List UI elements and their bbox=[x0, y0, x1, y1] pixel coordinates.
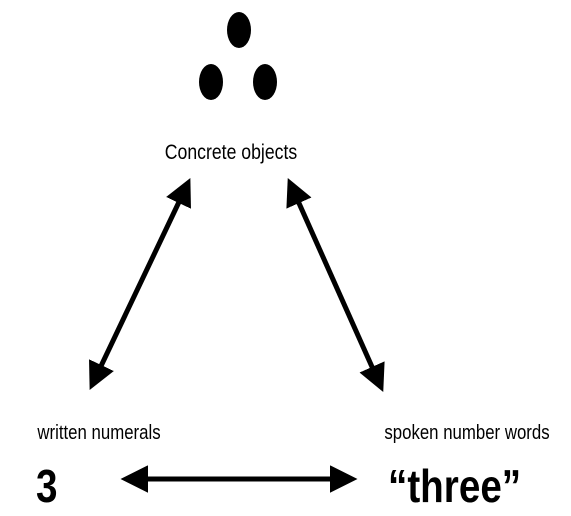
arrow-objects-numerals bbox=[89, 178, 191, 390]
dot-bottom-right bbox=[253, 64, 277, 100]
dot-bottom-left bbox=[199, 64, 223, 100]
written-numerals-label: written numerals bbox=[37, 422, 161, 444]
number-word-example: “three” bbox=[388, 460, 522, 512]
numeral-example: 3 bbox=[36, 460, 58, 512]
concrete-objects-label: Concrete objects bbox=[164, 141, 298, 164]
dot-top bbox=[227, 12, 251, 48]
spoken-number-words-label: spoken number words bbox=[384, 422, 550, 444]
arrow-objects-words bbox=[286, 177, 385, 393]
concrete-objects-dots bbox=[199, 12, 277, 100]
